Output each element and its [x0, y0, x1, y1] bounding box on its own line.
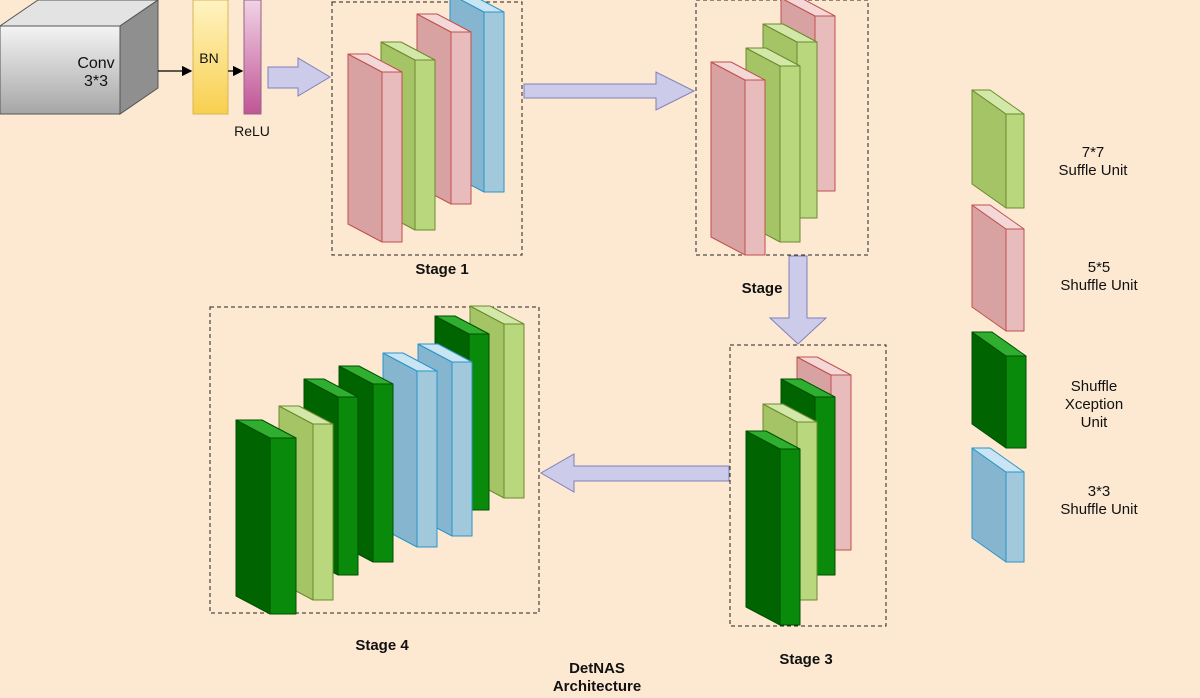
legend-7x7-size: 7*7: [1082, 144, 1105, 161]
stage4-label: Stage 4: [355, 637, 409, 654]
stage1-label: Stage 1: [415, 261, 468, 278]
legend-xception-line1: Shuffle: [1071, 378, 1117, 395]
legend-5x5-name: Shuffle Unit: [1060, 277, 1138, 294]
legend-3x3-unit-icon: [971, 447, 1025, 563]
flow-arrows: [267, 57, 828, 493]
stage2-to-stage3-arrow: [768, 255, 828, 345]
stage1-to-stage2-arrow: [523, 71, 696, 111]
stage3-label: Stage 3: [779, 651, 832, 668]
conv-label: Conv: [77, 55, 114, 72]
bn-label: BN: [199, 50, 218, 66]
legend-7x7-name: Suffle Unit: [1059, 162, 1129, 179]
stage2-unit-5x5-front: [710, 61, 766, 256]
stage1-frame: [331, 1, 523, 256]
legend-3x3-name: Shuffle Unit: [1060, 501, 1138, 518]
conv-size-label: 3*3: [84, 73, 108, 90]
legend-3x3-size: 3*3: [1088, 483, 1111, 500]
diagram-title-line1: DetNAS: [569, 660, 625, 677]
stage2-frame: [695, 0, 869, 256]
relu-to-stage1-arrow: [267, 57, 331, 97]
stage3-to-stage4-arrow: [539, 453, 730, 493]
stage3-unit-xception-front: [745, 430, 801, 626]
diagram-title-line2: Architecture: [553, 678, 641, 695]
stage3-frame: [729, 344, 887, 627]
shuffle-units: [235, 0, 852, 626]
legend-7x7-unit-icon: [971, 89, 1025, 209]
stage4-unit-xception-d: [235, 419, 297, 615]
relu-label: ReLU: [234, 123, 270, 139]
stage2-label: Stage: [742, 280, 783, 297]
conv-block: Conv 3*3: [0, 0, 159, 115]
relu-block: [243, 0, 262, 115]
legend: [971, 89, 1027, 563]
legend-xception-line2: Xception: [1065, 396, 1123, 413]
bn-block: BN: [192, 0, 229, 115]
legend-xception-line3: Unit: [1081, 414, 1109, 431]
legend-5x5-size: 5*5: [1088, 259, 1111, 276]
stage4-frame: [209, 306, 540, 614]
stage1-unit-5x5-front: [347, 53, 403, 243]
legend-xception-unit-icon: [971, 331, 1027, 449]
legend-5x5-unit-icon: [971, 204, 1025, 332]
